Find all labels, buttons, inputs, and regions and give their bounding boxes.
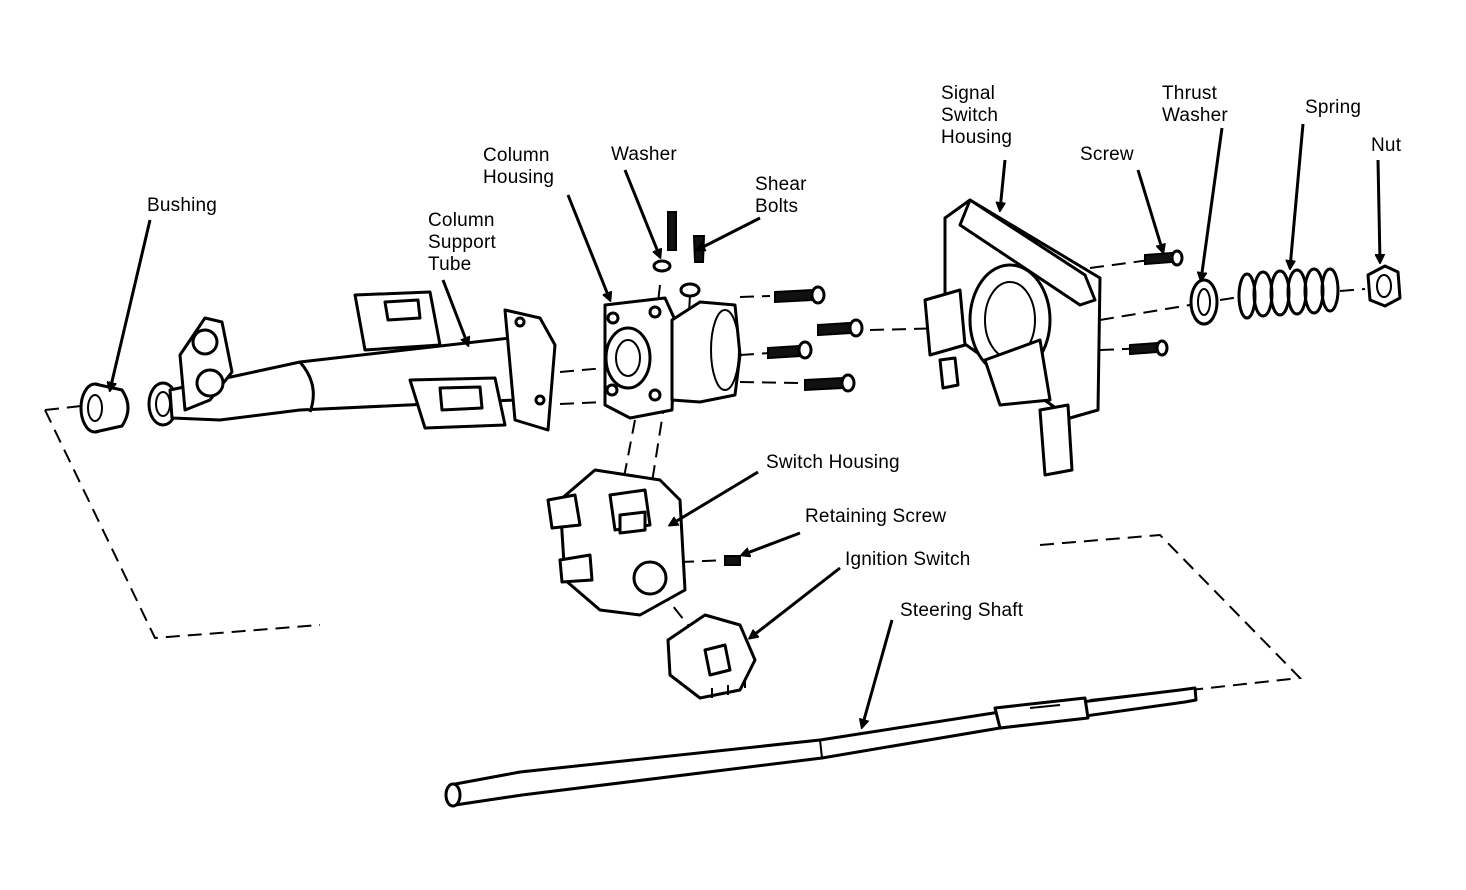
signal-switch-housing-label: Signal Switch Housing: [941, 83, 1013, 148]
spring-label: Spring: [1305, 97, 1362, 118]
retaining-screw-part: [724, 555, 741, 566]
bushing-label: Bushing: [147, 195, 218, 216]
nut-label: Nut: [1371, 135, 1402, 156]
signal-switch-housing-part: [923, 198, 1102, 477]
switch-housing-label: Switch Housing: [766, 452, 900, 473]
bushing-part: [79, 382, 130, 434]
washer-and-shear-bolts-parts: [652, 211, 706, 298]
switch-housing-part: [546, 468, 687, 617]
column-housing-label: Column Housing: [483, 145, 555, 188]
spring-part: [1237, 267, 1340, 320]
ignition-switch-part: [666, 613, 757, 700]
leader-arrows: [110, 123, 1380, 727]
steering-shaft-part: [444, 686, 1198, 808]
housing-screws: [767, 285, 864, 393]
column-support-tube-label: Column Support Tube: [428, 210, 496, 275]
thrust-washer-part: [1189, 278, 1219, 326]
steering-shaft-label: Steering Shaft: [900, 600, 1024, 621]
column-housing-part: [603, 296, 742, 420]
ignition-switch-label: Ignition Switch: [845, 549, 971, 570]
shear-bolts-label: Shear Bolts: [755, 174, 807, 217]
retaining-screw-label: Retaining Screw: [805, 506, 947, 527]
screw-label: Screw: [1080, 144, 1134, 165]
column-support-tube-part: [147, 290, 557, 432]
thrust-washer-label: Thrust Washer: [1162, 83, 1228, 126]
washer-label: Washer: [611, 144, 677, 165]
nut-part: [1366, 264, 1402, 308]
signal-screws: [1129, 249, 1184, 357]
